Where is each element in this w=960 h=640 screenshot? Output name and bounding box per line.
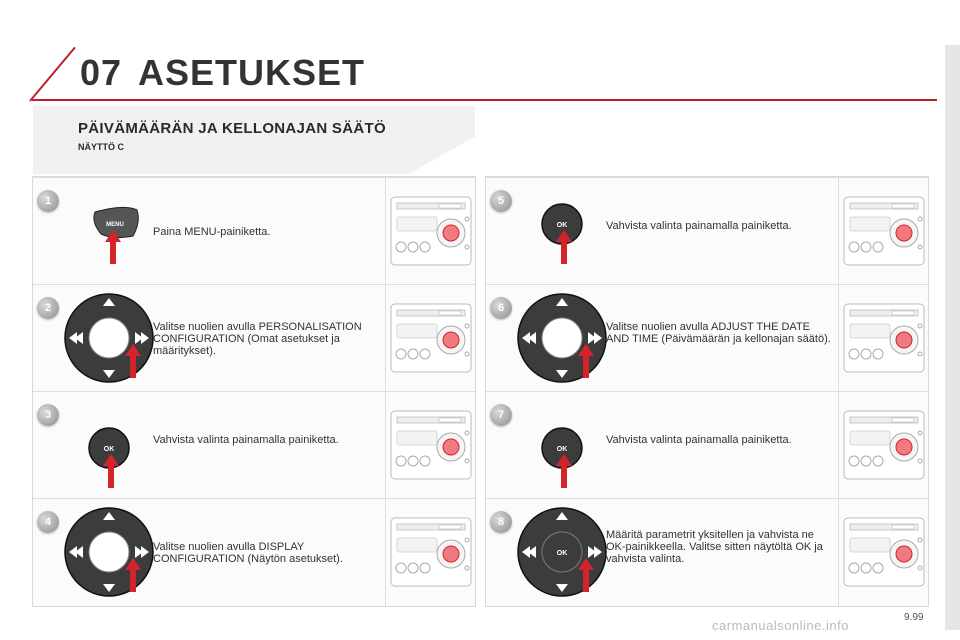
page-number: 9.99 [904,612,924,623]
svg-text:OK: OK [557,550,568,557]
step-number-badge: 3 [37,404,59,426]
step-row: MENU Paina MENU-painiketta. [33,177,475,284]
press-arrow [125,344,141,378]
steps-panel-right: OK Vahvista valinta painamalla painiketta… [485,176,929,607]
svg-text:OK: OK [557,222,568,229]
step-row: OK Määritä parametrit yksitellen ja vahvi… [486,498,928,605]
radio-unit-illustration [389,296,473,380]
header-rule-diagonal [29,46,76,102]
step-row: OK Vahvista valinta painamalla painiketta… [33,391,475,498]
ok-button-icon: OK [63,414,155,506]
steps-panel-left: MENU Paina MENU-painiketta. Valitse nuolie… [32,176,476,607]
press-arrow [125,558,141,592]
step-number-badge: 1 [37,190,59,212]
navigation-pad-icon [516,292,608,384]
step-number-badge: 8 [490,511,512,533]
step-row: OK Vahvista valinta painamalla painiketta… [486,177,928,284]
press-arrow [103,454,119,488]
section-subtitle: NÄYTTÖ C [78,142,124,152]
press-arrow [556,454,572,488]
step-row: Valitse nuolien avulla PERSONALISATION C… [33,284,475,391]
step-row: OK Vahvista valinta painamalla painiketta… [486,391,928,498]
step-text: Valitse nuolien avulla PERSONALISATION C… [153,321,362,357]
step-number-badge: 6 [490,297,512,319]
radio-unit-illustration [389,510,473,594]
step-text: Paina MENU-painiketta. [153,226,271,238]
ok-button-icon: OK [516,414,608,506]
press-arrow [578,344,594,378]
step-number-badge: 7 [490,404,512,426]
radio-unit-illustration [842,189,926,273]
svg-text:MENU: MENU [106,222,124,228]
navigation-pad-icon [63,506,155,598]
step-text: Vahvista valinta painamalla painiketta. [606,220,792,232]
section-title-box [33,106,475,174]
step-text: Valitse nuolien avulla ADJUST THE DATE A… [606,321,831,345]
step-row: Valitse nuolien avulla DISPLAY CONFIGURA… [33,498,475,605]
step-text: Vahvista valinta painamalla painiketta. [606,434,792,446]
press-arrow [105,230,121,264]
navigation-pad-icon [63,292,155,384]
page-edge-band [945,45,960,630]
press-arrow [578,558,594,592]
svg-text:OK: OK [557,446,568,453]
radio-unit-illustration [842,296,926,380]
ok-button-icon: OK [516,190,608,282]
radio-unit-illustration [389,403,473,487]
chapter-number: 07 [80,52,123,93]
watermark: carmanualsonline.info [712,618,849,633]
step-number-badge: 4 [37,511,59,533]
menu-button-icon: MENU [63,190,155,282]
header-rule [32,99,937,101]
section-title: PÄIVÄMÄÄRÄN JA KELLONAJAN SÄÄTÖ [78,120,386,137]
step-text: Määritä parametrit yksitellen ja vahvist… [606,529,823,565]
navigation-pad-ok-icon: OK [516,506,608,598]
step-text: Valitse nuolien avulla DISPLAY CONFIGURA… [153,541,343,565]
press-arrow [556,230,572,264]
step-row: Valitse nuolien avulla ADJUST THE DATE A… [486,284,928,391]
step-number-badge: 2 [37,297,59,319]
chapter-title: ASETUKSET [138,52,366,93]
step-text: Vahvista valinta painamalla painiketta. [153,434,339,446]
step-number-badge: 5 [490,190,512,212]
svg-text:OK: OK [104,446,115,453]
radio-unit-illustration [389,189,473,273]
radio-unit-illustration [842,510,926,594]
radio-unit-illustration [842,403,926,487]
